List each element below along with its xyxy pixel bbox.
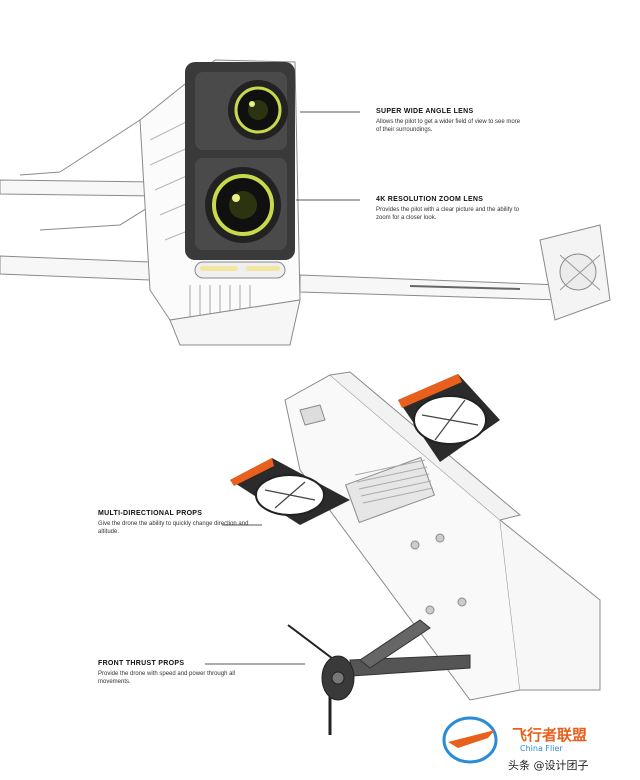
- watermark-logo: [442, 716, 498, 764]
- watermark-source: 头条 @设计团子: [508, 759, 589, 772]
- super-wide-lens: [228, 80, 288, 140]
- callout-multi-directional-props: MULTI-DIRECTIONAL PROPS Give the drone t…: [98, 510, 253, 536]
- callout-description: Provides the pilot with a clear picture …: [376, 207, 520, 221]
- left-multi-prop: [230, 458, 350, 525]
- led-strip: [194, 261, 286, 279]
- callout-front-thrust-props: FRONT THRUST PROPS Provide the drone wit…: [98, 660, 248, 686]
- callout-title: SUPER WIDE ANGLE LENS: [376, 108, 474, 115]
- callout-title: MULTI-DIRECTIONAL PROPS: [98, 510, 203, 517]
- watermark-site: China Flier: [520, 744, 563, 753]
- callout-description: Allows the pilot to get a wider field of…: [376, 119, 521, 133]
- watermark-brand: 飞行者联盟: [512, 726, 588, 744]
- right-multi-prop: [398, 374, 500, 462]
- front-thrust-prop: [287, 624, 355, 735]
- callout-title: 4K RESOLUTION ZOOM LENS: [376, 196, 484, 203]
- drone-body-view: [284, 371, 601, 701]
- callout-title: FRONT THRUST PROPS: [98, 660, 185, 667]
- callout-4k-zoom-lens: 4K RESOLUTION ZOOM LENS Provides the pil…: [376, 196, 526, 222]
- callout-super-wide-lens: SUPER WIDE ANGLE LENS Allows the pilot t…: [376, 108, 526, 134]
- callout-description: Provide the drone with speed and power t…: [98, 671, 236, 685]
- callout-description: Give the drone the ability to quickly ch…: [98, 521, 249, 535]
- zoom-lens: [205, 167, 281, 243]
